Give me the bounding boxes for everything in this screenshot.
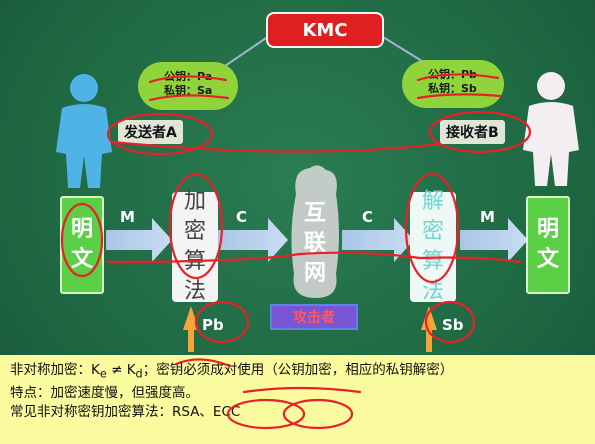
- note-line-1: 非对称加密：Ke ≠ Kd；密钥必须成对使用（公钥加密，相应的私钥解密）: [10, 361, 595, 384]
- m-left-label: M: [120, 208, 135, 226]
- plaintext-right-box: 明 文: [526, 196, 570, 294]
- note-kd: K: [126, 362, 136, 378]
- sender-person-icon: [56, 74, 112, 188]
- note-line-1-rest: ；密钥必须成对使用（公钥加密，相应的私钥解密）: [142, 362, 454, 378]
- note-ke: K: [91, 362, 100, 378]
- internet-char-1: 互: [303, 201, 326, 226]
- encryption-key-label: Pb: [202, 316, 224, 334]
- decryption-key-label: Sb: [442, 316, 464, 334]
- c-left-label: C: [236, 208, 248, 226]
- note-kd-sub: d: [135, 367, 143, 381]
- attacker-box: 攻击者: [270, 304, 358, 330]
- sender-private-key: 私钥：Sa: [164, 84, 213, 97]
- receiver-person-icon: [523, 72, 579, 186]
- encrypt-char-1: 加: [183, 189, 206, 214]
- m-right-label: M: [480, 208, 495, 226]
- encrypt-char-4: 法: [183, 279, 206, 304]
- notes-panel: 非对称加密：Ke ≠ Kd；密钥必须成对使用（公钥加密，相应的私钥解密） 特点：…: [0, 355, 595, 444]
- c-right-label: C: [362, 208, 374, 226]
- encrypt-char-3: 算: [183, 249, 206, 274]
- sender-key-cloud: 公钥：Pa 私钥：Sa: [138, 62, 238, 110]
- decrypt-char-2: 密: [421, 219, 444, 244]
- decryption-algorithm-box: 解 密 算 法: [410, 189, 456, 304]
- internet-char-2: 联: [303, 231, 326, 256]
- note-not-equal: ≠: [106, 362, 127, 378]
- plaintext-left-box: 明 文: [60, 196, 104, 294]
- plaintext-right-char-1: 明: [536, 217, 559, 242]
- plaintext-left-char-1: 明: [70, 217, 93, 242]
- encryption-algorithm-box: 加 密 算 法: [172, 189, 218, 304]
- note-line-1-prefix: 非对称加密：: [10, 362, 91, 378]
- sender-label: 发送者A: [118, 120, 183, 144]
- receiver-key-cloud: 公钥：Pb 私钥：Sb: [402, 60, 504, 108]
- receiver-label: 接收者B: [440, 120, 505, 144]
- kmc-box: KMC: [266, 12, 384, 48]
- encrypt-char-2: 密: [183, 219, 206, 244]
- plaintext-right-char-2: 文: [536, 247, 559, 272]
- note-line-2: 特点：加密速度慢，但强度高。: [10, 384, 199, 401]
- internet-char-3: 网: [303, 261, 326, 286]
- receiver-private-key: 私钥：Sb: [428, 82, 477, 95]
- sender-public-key: 公钥：Pa: [164, 70, 213, 83]
- plaintext-left-char-2: 文: [70, 247, 93, 272]
- note-line-3: 常见非对称密钥加密算法：RSA、ECC: [10, 403, 241, 420]
- decrypt-char-3: 算: [421, 249, 444, 274]
- decrypt-char-1: 解: [421, 189, 444, 214]
- internet-box: 互 联 网: [288, 196, 342, 292]
- internet-cloud-icon: [291, 165, 339, 298]
- decrypt-char-4: 法: [421, 279, 444, 304]
- note-ke-sub: e: [99, 367, 107, 381]
- receiver-public-key: 公钥：Pb: [428, 68, 477, 81]
